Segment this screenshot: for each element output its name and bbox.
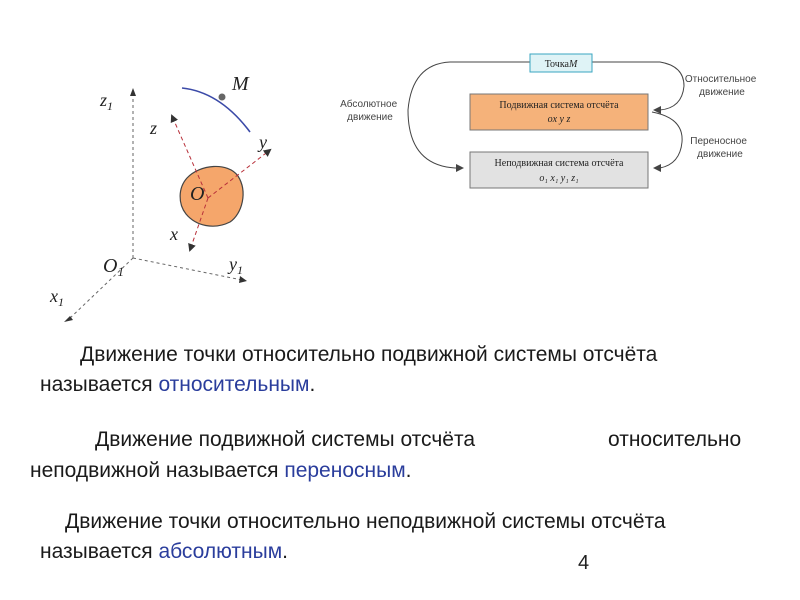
- term-transfer: переносным: [284, 459, 406, 482]
- definition-absolute-line1: Движение точки относительно неподвижной …: [65, 510, 666, 533]
- trajectory-curve: [181, 87, 251, 133]
- axis-y1-arrow: [239, 276, 247, 283]
- page-number: 4: [578, 552, 590, 574]
- label-z: z: [149, 118, 157, 138]
- fixed-frame-title: Неподвижная система отсчёта: [495, 158, 624, 169]
- label-y: y: [257, 132, 267, 152]
- absolute-motion-label: Абсолютное движение: [340, 98, 400, 123]
- moving-frame-box: [469, 93, 649, 131]
- label-y1: y1: [227, 254, 243, 277]
- fixed-frame-axes: o₁ x₁ y₁ z₁: [539, 173, 578, 184]
- transfer-motion-label: Переносное движение: [690, 136, 749, 160]
- absolute-motion-arc: [407, 61, 530, 172]
- definition-relative-line1: Движение точки относительно подвижной си…: [80, 343, 658, 366]
- label-point-m: M: [231, 73, 250, 95]
- definition-transfer-line1a: Движение подвижной системы отсчёта: [95, 428, 475, 451]
- reference-frames-figure: z1 M z y O x O1 y1 x1: [49, 73, 272, 322]
- axis-y: [207, 148, 272, 199]
- definition-transfer-line1b: относительно: [608, 428, 742, 451]
- axis-z: [170, 114, 209, 199]
- label-o1: O1: [103, 255, 124, 279]
- point-m-marker: [218, 93, 226, 101]
- moving-body: [179, 165, 244, 227]
- term-relative: относительным: [158, 373, 310, 396]
- axis-y1: [132, 257, 243, 281]
- label-o: O: [190, 183, 204, 205]
- definition-transfer-line2: неподвижной называется переносным.: [30, 459, 412, 482]
- moving-frame-axes: ox y z: [548, 114, 571, 125]
- label-x1: x1: [49, 286, 64, 309]
- moving-frame-title: Подвижная система отсчёта: [499, 100, 619, 111]
- definition-relative-line2: называется относительным.: [40, 373, 316, 396]
- definition-absolute-line2: называется абсолютным.: [40, 540, 288, 563]
- axis-z1-arrow: [130, 88, 136, 96]
- term-absolute: абсолютным: [158, 540, 283, 563]
- motion-types-diagram: ТочкаM Подвижная система отсчёта ox y z …: [340, 53, 759, 189]
- label-x: x: [169, 224, 178, 244]
- relative-motion-label: Относительное движение: [685, 74, 759, 98]
- point-box: [529, 53, 593, 73]
- label-z1: z1: [99, 90, 113, 113]
- fixed-frame-box: [469, 151, 649, 189]
- point-box-label: ТочкаM: [545, 59, 578, 70]
- axis-x1: [67, 257, 134, 321]
- axis-x1-arrow: [64, 316, 73, 322]
- axis-x: [188, 197, 209, 252]
- relative-motion-arc: [592, 61, 685, 114]
- transfer-motion-arc: [651, 111, 683, 172]
